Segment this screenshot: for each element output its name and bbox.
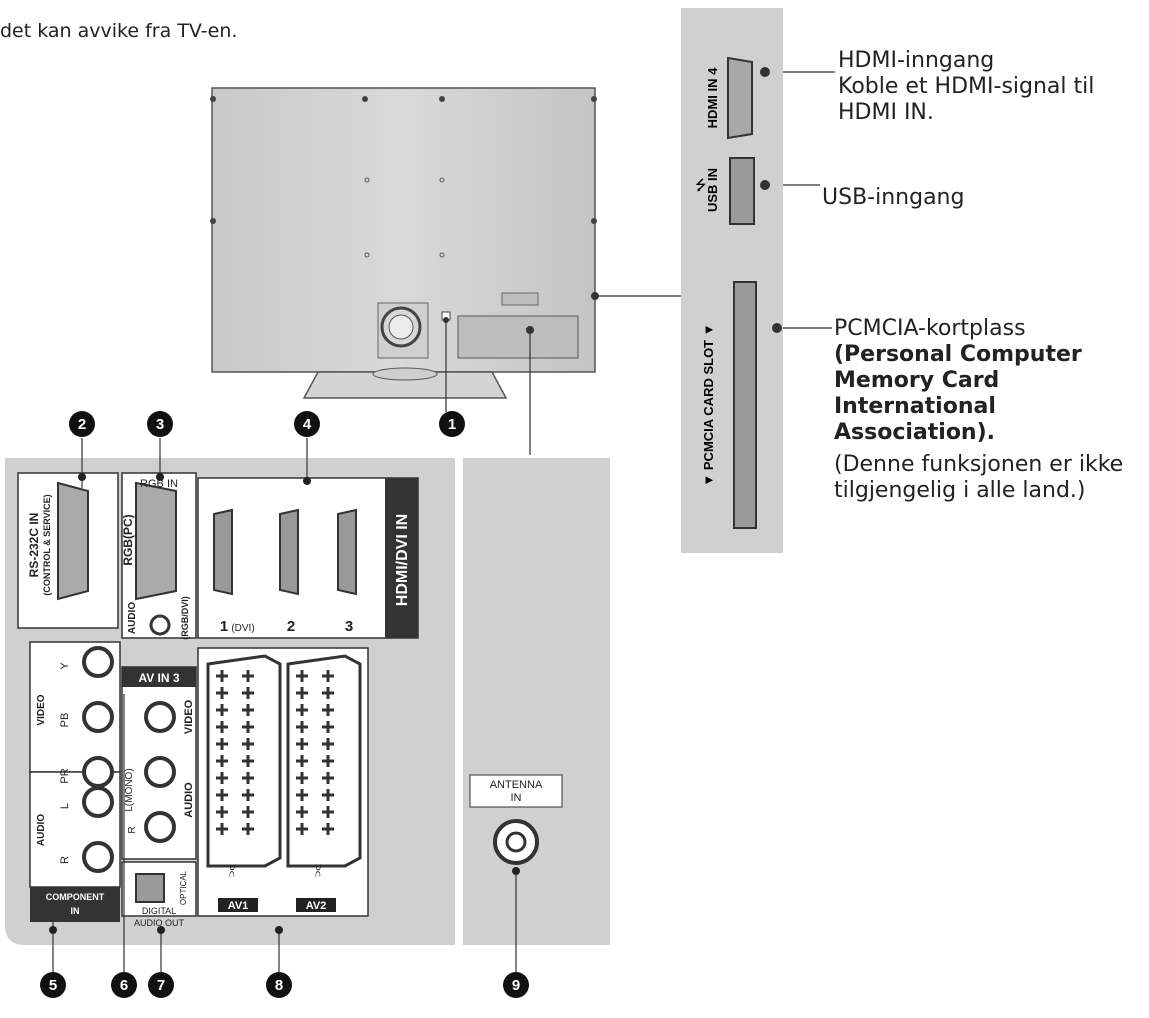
av3-audio-r-jack <box>144 811 176 843</box>
hdmi4-port <box>727 56 753 140</box>
rs232-label: RS-232C IN <box>27 513 41 578</box>
badge-7: 7 <box>157 977 165 994</box>
pcmcia-callout-line4: International <box>834 394 996 419</box>
hdmi-dvi-in-label: HDMI/DVI IN <box>394 514 411 606</box>
pcmcia-callout-line2: (Personal Computer <box>834 342 1082 367</box>
component-pr-label: PR <box>59 768 71 783</box>
av3-audio-l-jack <box>144 756 176 788</box>
hdmi1-port <box>213 508 233 596</box>
rs232-port <box>57 481 89 601</box>
scart-av1-icon: ⩆ <box>229 863 236 879</box>
component-y-jack <box>82 646 114 678</box>
hdmi-callout-title: HDMI-inngang <box>838 48 995 73</box>
badge-8: 8 <box>275 977 283 994</box>
pcmcia-slot <box>733 281 757 529</box>
pcmcia-callout-line5: Association). <box>834 420 996 445</box>
usb-port <box>729 157 755 225</box>
rs232-sublabel: (CONTROL & SERVICE) <box>42 494 52 595</box>
pcmcia-callout-line1: PCMCIA-kortplass <box>834 316 1026 341</box>
pcmcia-slot-label: ▼ PCMCIA CARD SLOT ▼ <box>701 323 716 486</box>
antenna-port <box>493 819 539 865</box>
tv-back-illustration <box>210 87 597 399</box>
scart-av2-icon: ⩆ <box>315 863 322 879</box>
hdmi1-number: 1 <box>220 618 228 635</box>
intro-text: det kan avvike fra TV-en. <box>0 20 238 42</box>
av2-label: AV2 <box>306 900 327 912</box>
usb-callout: USB-inngang <box>822 185 964 211</box>
rgb-pc-port <box>135 481 177 601</box>
av3-video-label: VIDEO <box>183 699 195 734</box>
hdmi-callout: HDMI-inngang Koble et HDMI-signal til HD… <box>838 48 1094 126</box>
pcmcia-callout: PCMCIA-kortplass (Personal Computer Memo… <box>834 316 1123 504</box>
antenna-in-label: ANTENNA <box>490 779 543 791</box>
pcmcia-callout-line3: Memory Card <box>834 368 1000 393</box>
rear-panel: ⩆ ⩆ <box>5 458 455 945</box>
antenna-in-sublabel: IN <box>511 792 522 804</box>
hdmi-callout-line2: HDMI IN. <box>838 100 934 125</box>
rgb-audio-jack <box>149 614 171 636</box>
av3-audio-label: AUDIO <box>183 782 195 818</box>
rgb-audio-sublabel: (RGB/DVI) <box>180 596 190 640</box>
component-audio-l-label: L <box>59 803 71 809</box>
component-pr-jack <box>82 756 114 788</box>
rgb-in-label: RGB IN <box>140 478 178 490</box>
component-video-label: VIDEO <box>36 694 47 725</box>
scart-pins <box>216 670 334 835</box>
usb-callout-title: USB-inngang <box>822 185 965 210</box>
hdmi1-dvi-label: (DVI) <box>231 623 254 634</box>
rgb-audio-label: AUDIO <box>127 602 138 634</box>
digital-audio-out-label: DIGITAL <box>142 906 176 916</box>
component-audio-r-label: R <box>59 856 71 864</box>
av3-video-jack <box>144 701 176 733</box>
hdmi4-port-label: HDMI IN 4 <box>705 67 720 128</box>
optical-label: OPTICAL <box>179 870 188 905</box>
component-y-label: Y <box>59 662 71 670</box>
badge-6: 6 <box>120 977 128 994</box>
component-audio-r-jack <box>82 841 114 873</box>
hdmi3-port <box>337 508 357 596</box>
usb-icon: ⭍ <box>695 177 707 193</box>
av3-r-label: R <box>127 826 138 833</box>
av1-label: AV1 <box>228 900 249 912</box>
component-audio-label: AUDIO <box>36 814 47 846</box>
optical-port <box>135 873 165 903</box>
hdmi2-port <box>279 508 299 596</box>
badge-9: 9 <box>512 977 520 994</box>
badge-5: 5 <box>49 977 57 994</box>
hdmi3-number: 3 <box>345 618 353 635</box>
hdmi-callout-line1: Koble et HDMI-signal til <box>838 74 1095 99</box>
component-pb-jack <box>82 701 114 733</box>
badge-1: 1 <box>448 416 456 433</box>
component-in-sublabel: IN <box>71 906 80 916</box>
component-pb-label: PB <box>59 713 71 728</box>
tv-stand <box>302 371 508 399</box>
antenna-panel <box>463 458 610 945</box>
rgb-pc-label: RGB(PC) <box>121 514 135 565</box>
component-in-label: COMPONENT <box>46 892 105 902</box>
digital-audio-out-sublabel: AUDIO OUT <box>134 918 185 928</box>
component-audio-l-jack <box>82 786 114 818</box>
badge-3: 3 <box>156 416 164 433</box>
hdmi2-number: 2 <box>287 618 295 635</box>
side-panel: HDMI IN 4 USB IN ⭍ ▼ PCMCIA CARD SLOT ▼ <box>681 8 783 553</box>
av3-mono-label: L(MONO) <box>124 768 135 811</box>
pcmcia-callout-note1: (Denne funksjonen er ikke <box>834 452 1124 477</box>
badge-4: 4 <box>303 416 312 433</box>
pcmcia-callout-note2: tilgjengelig i alle land.) <box>834 478 1086 503</box>
usb-port-label: USB IN <box>705 168 720 212</box>
av-in3-label: AV IN 3 <box>138 671 179 685</box>
badge-2: 2 <box>78 416 86 433</box>
